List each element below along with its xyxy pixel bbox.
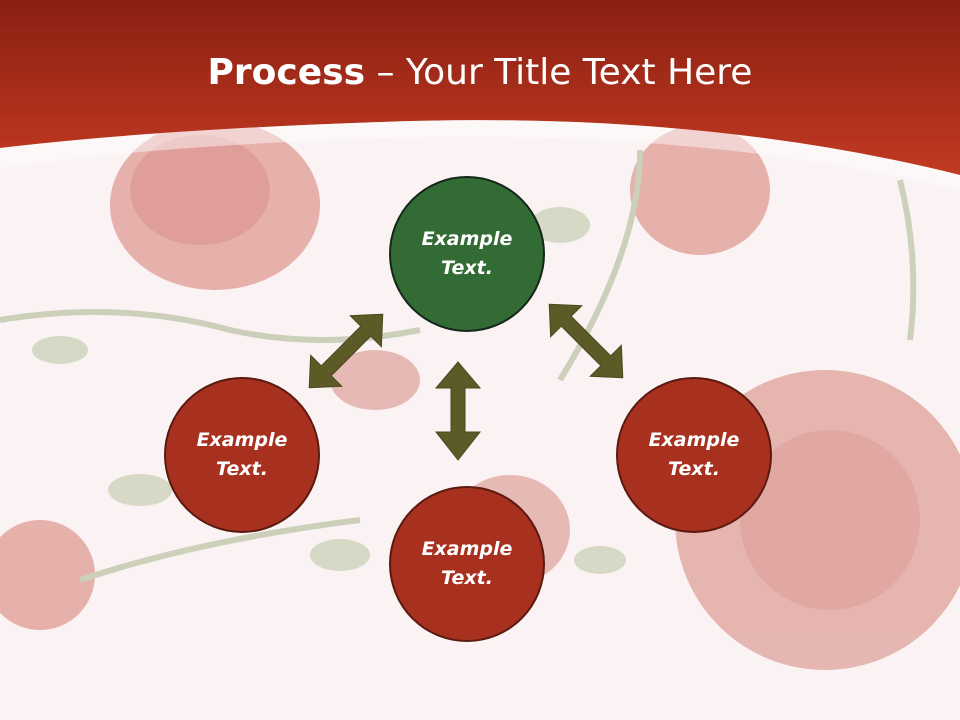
title-banner	[0, 0, 960, 175]
title-rest: Your Title Text Here	[405, 52, 753, 93]
title-bold: Process	[207, 52, 366, 93]
slide-title: Process – Your Title Text Here	[0, 52, 960, 93]
title-dash: –	[365, 52, 406, 93]
